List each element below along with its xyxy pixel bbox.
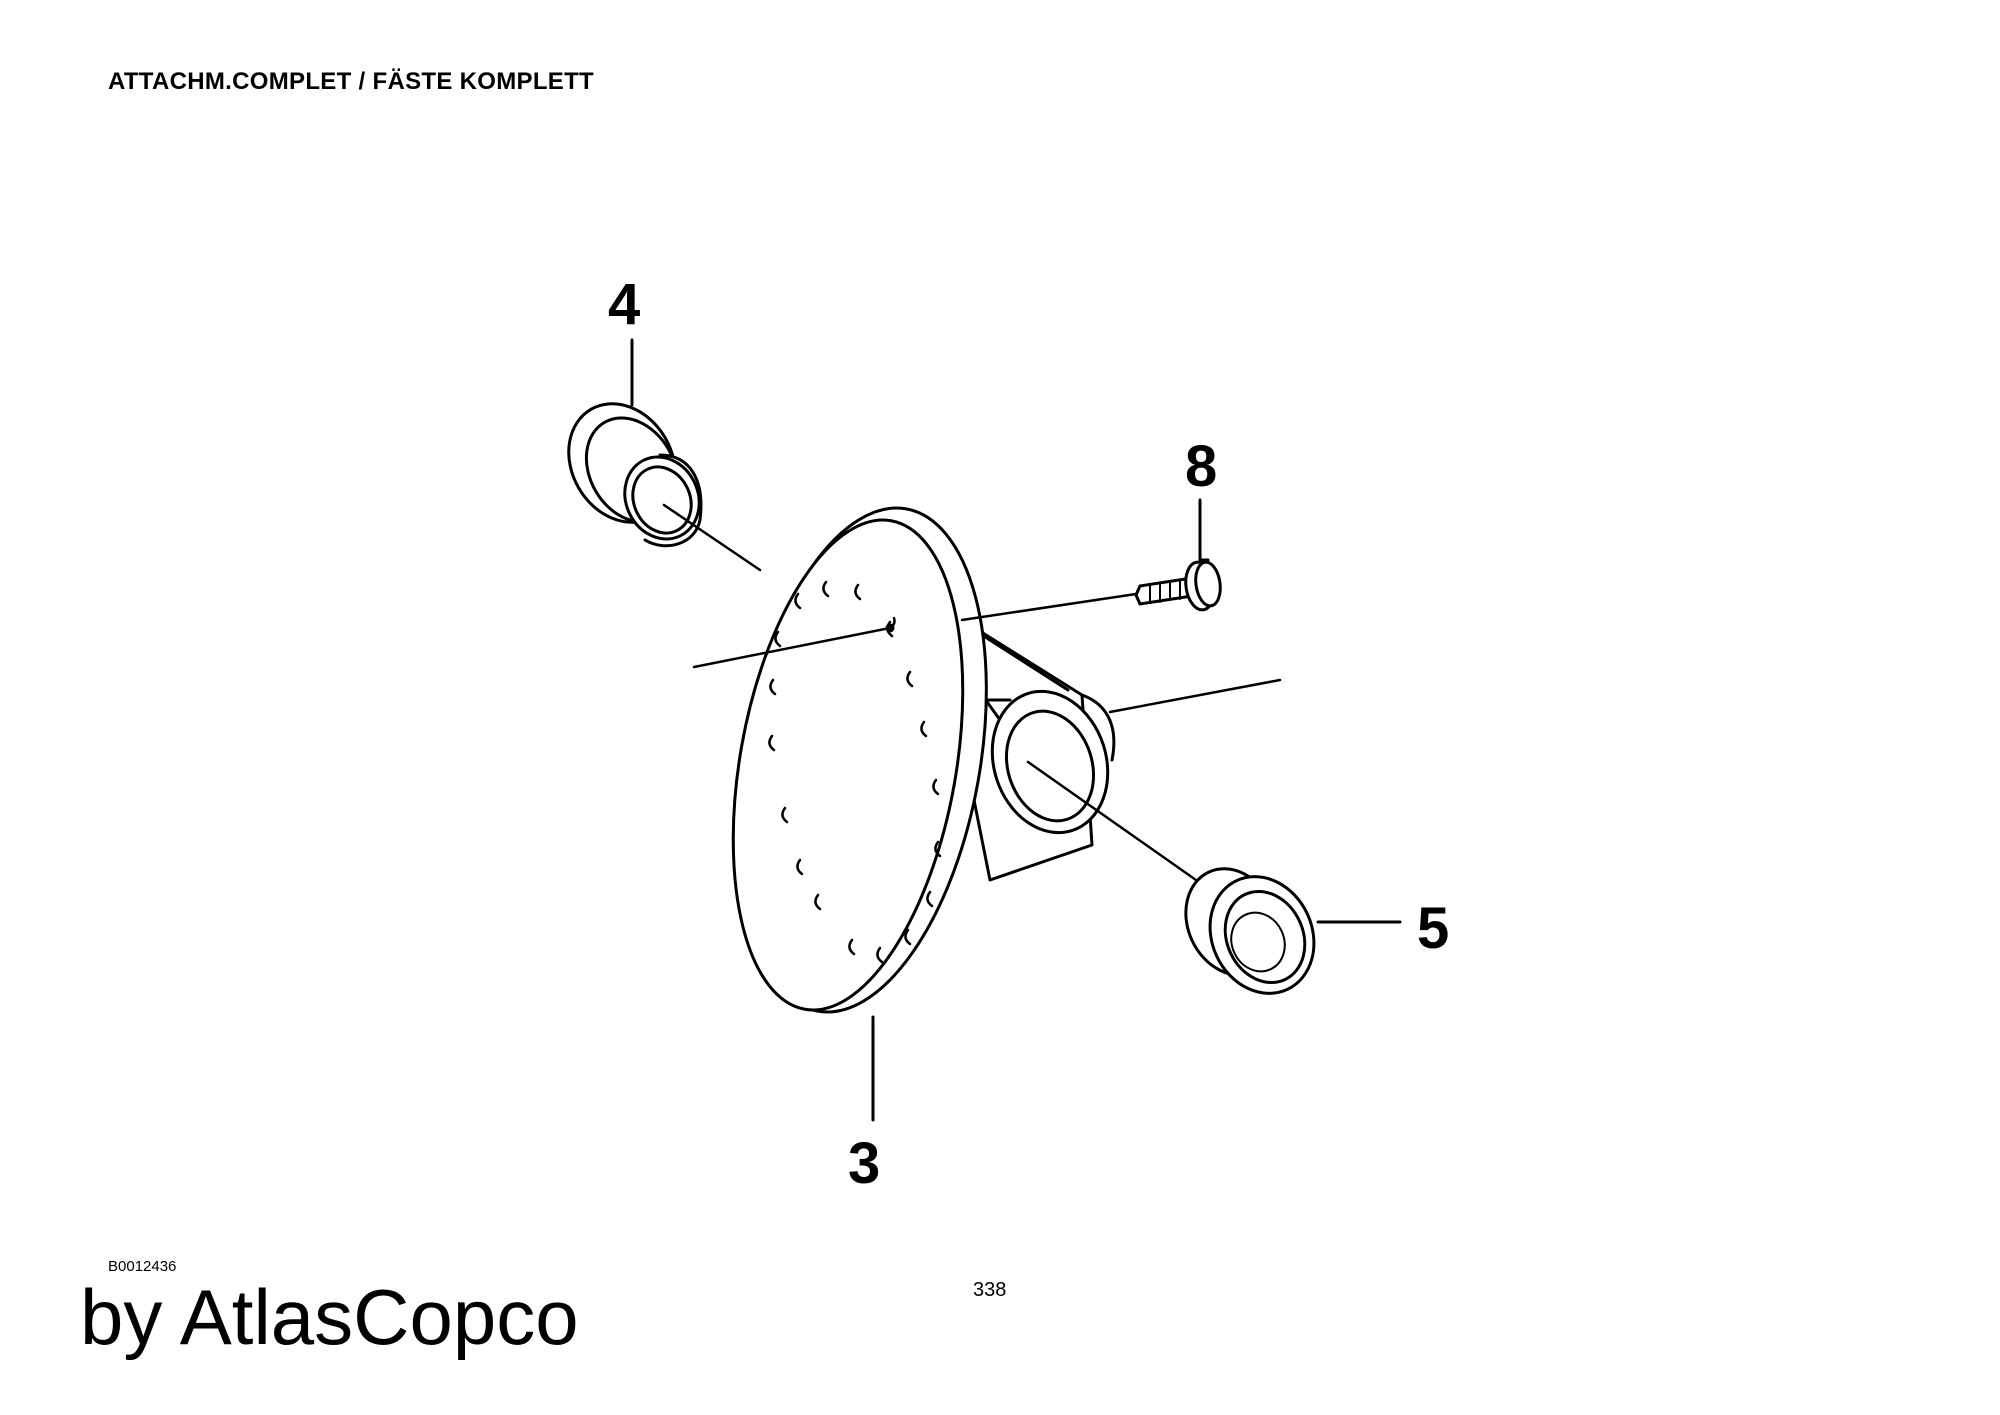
drawing-code: B0012436 — [108, 1258, 177, 1275]
callout-3: 3 — [848, 1131, 880, 1196]
page-title: ATTACHM.COMPLET / FÄSTE KOMPLETT — [108, 68, 595, 95]
part-5-ring — [1184, 867, 1316, 995]
callout-8: 8 — [1185, 434, 1217, 499]
part-4-bushing — [567, 402, 703, 548]
callout-4: 4 — [608, 272, 640, 337]
page-number: 338 — [973, 1279, 1007, 1301]
callout-5: 5 — [1417, 896, 1449, 961]
part-3-flange — [692, 506, 988, 1014]
part-8-screw — [1134, 558, 1222, 612]
flange-bolt-holes — [768, 580, 942, 964]
brand-footer: by AtlasCopco — [80, 1273, 579, 1361]
